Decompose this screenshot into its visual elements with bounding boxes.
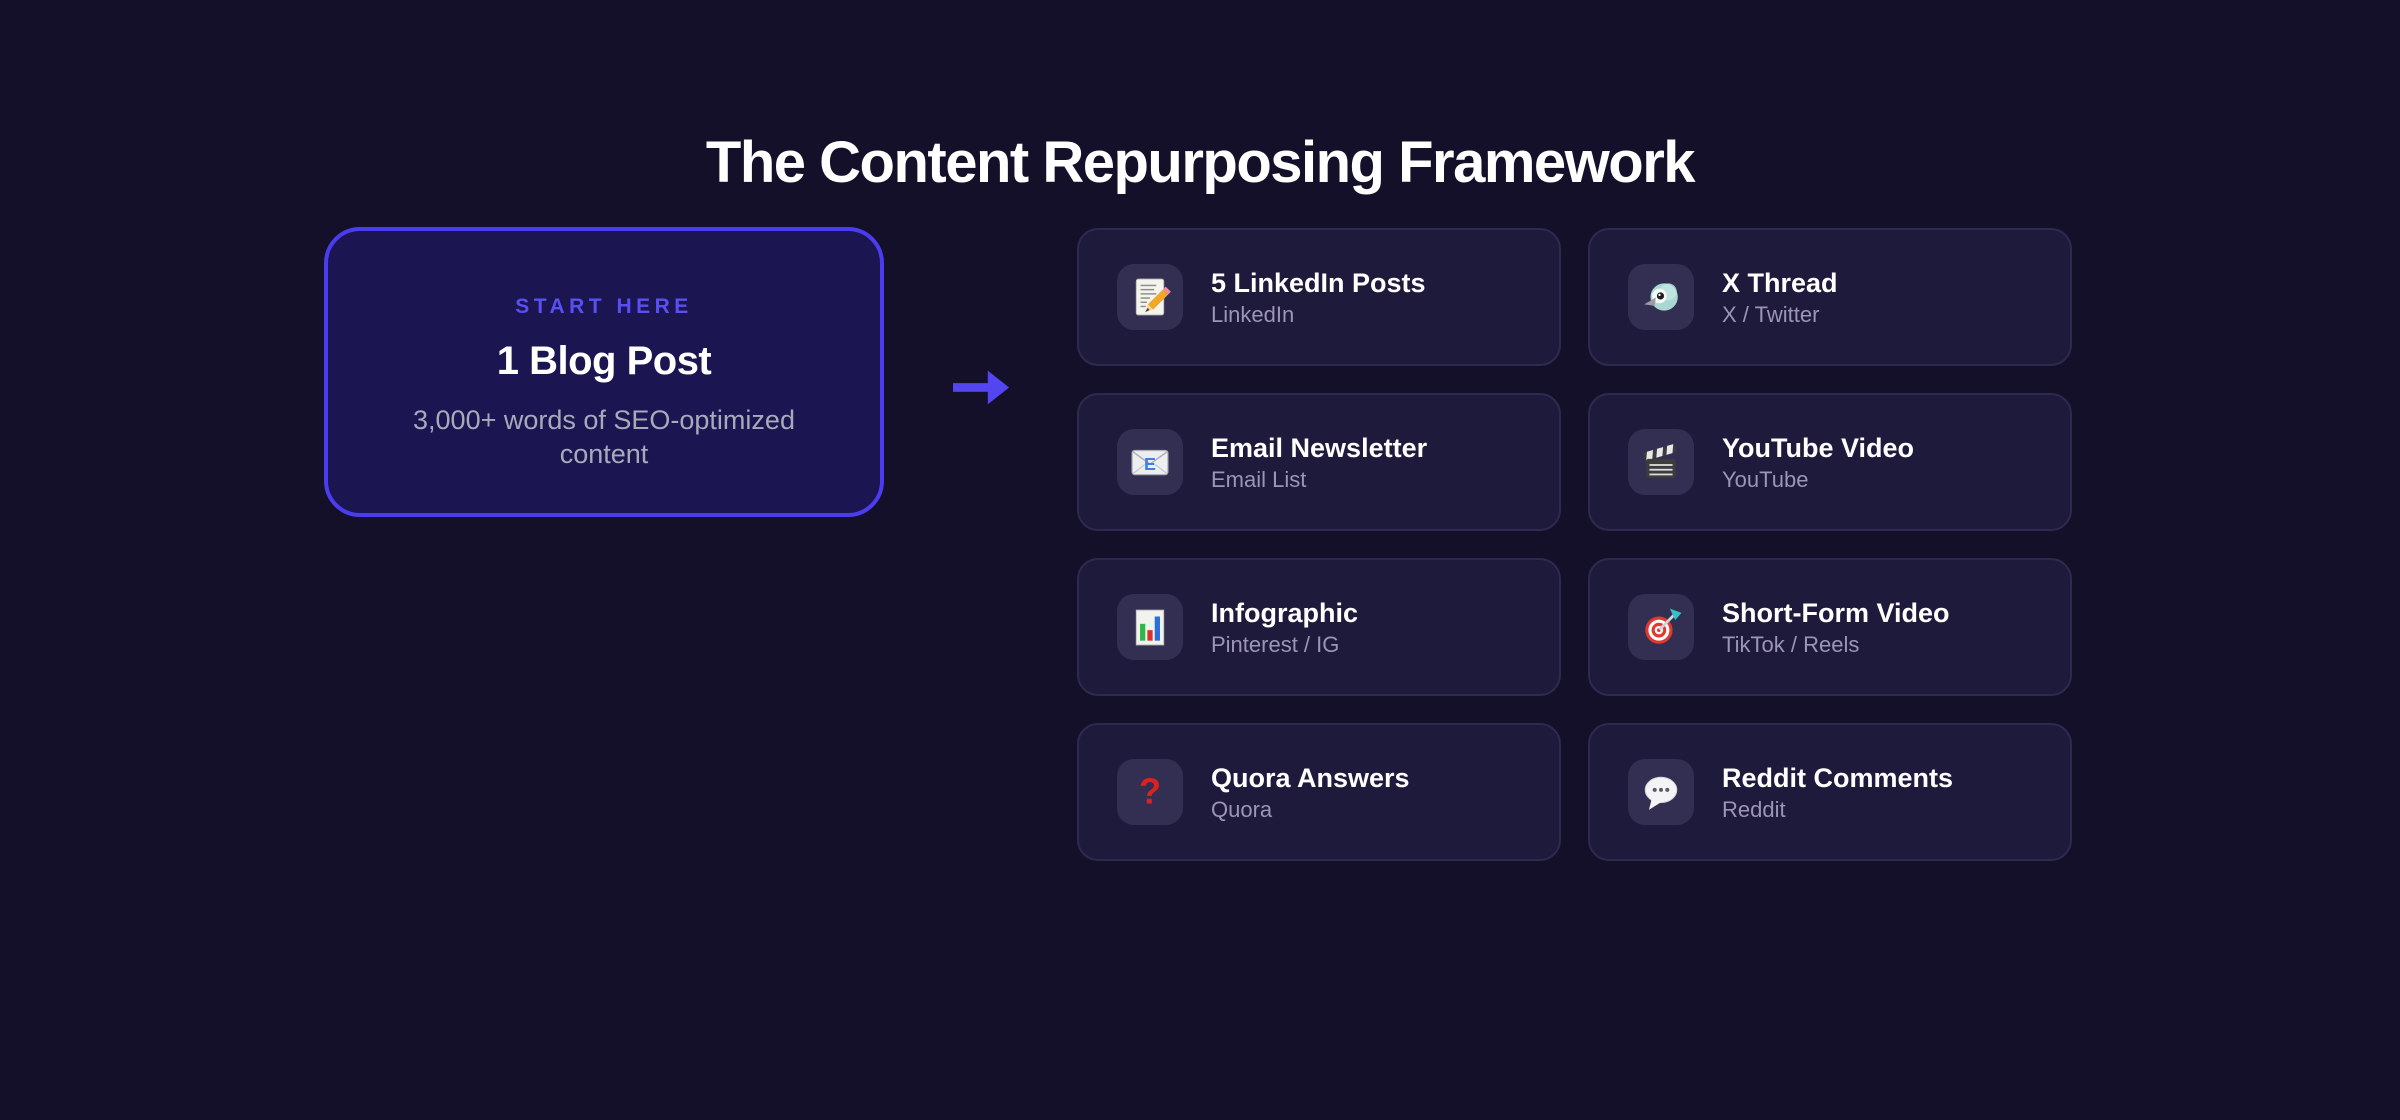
card-infographic: Infographic Pinterest / IG (1077, 558, 1561, 696)
card-platform: YouTube (1722, 466, 1809, 492)
card-short-form-video: Short-Form Video TikTok / Reels (1588, 558, 2072, 696)
card-quora-answers: ? Quora Answers Quora (1077, 723, 1561, 861)
right-arrow-icon (953, 370, 1010, 405)
target-icon (1628, 594, 1694, 660)
card-title: Short-Form Video (1722, 597, 1950, 628)
card-title: 5 LinkedIn Posts (1211, 267, 1426, 298)
svg-text:?: ? (1139, 772, 1161, 812)
card-linkedin-posts: 5 LinkedIn Posts LinkedIn (1077, 228, 1561, 366)
card-platform: LinkedIn (1211, 301, 1295, 327)
memo-icon (1117, 264, 1183, 330)
bar-chart-icon (1117, 594, 1183, 660)
card-title: Reddit Comments (1722, 762, 1954, 793)
card-platform: Email List (1211, 466, 1307, 492)
source-blog-post-box: START HERE 1 Blog Post 3,000+ words of S… (324, 227, 884, 517)
page-title: The Content Repurposing Framework (705, 129, 1696, 195)
card-title: Infographic (1211, 597, 1358, 628)
card-platform: Quora (1211, 796, 1273, 822)
card-x-thread: X Thread X / Twitter (1588, 228, 2072, 366)
card-platform: TikTok / Reels (1722, 631, 1860, 657)
card-youtube-video: YouTube Video YouTube (1588, 393, 2072, 531)
card-title: YouTube Video (1722, 432, 1915, 463)
email-icon: E (1117, 429, 1183, 495)
card-platform: Pinterest / IG (1211, 631, 1340, 657)
clapperboard-icon (1628, 429, 1694, 495)
start-here-label: START HERE (515, 295, 693, 318)
card-platform: X / Twitter (1722, 301, 1820, 327)
card-email-newsletter: E Email Newsletter Email List (1077, 393, 1561, 531)
source-title: 1 Blog Post (496, 339, 712, 383)
bird-icon (1628, 264, 1694, 330)
card-title: X Thread (1722, 267, 1838, 298)
svg-text:E: E (1144, 454, 1156, 474)
speech-balloon-icon (1628, 759, 1694, 825)
question-mark-icon: ? (1117, 759, 1183, 825)
source-description: 3,000+ words of SEO-optimized content (413, 405, 795, 469)
card-title: Email Newsletter (1211, 432, 1428, 463)
card-title: Quora Answers (1211, 762, 1410, 793)
card-platform: Reddit (1722, 796, 1786, 822)
card-reddit-comments: Reddit Comments Reddit (1588, 723, 2072, 861)
output-cards-grid: 5 LinkedIn Posts LinkedIn X Thread X / T… (1077, 228, 2072, 861)
